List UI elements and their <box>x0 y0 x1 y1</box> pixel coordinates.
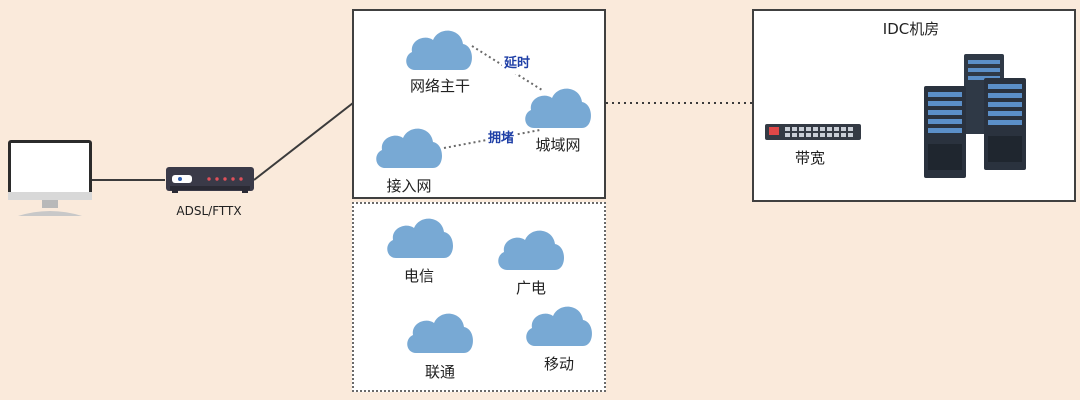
mobile-label: 移动 <box>543 355 575 373</box>
congestion-label: 拥堵 <box>485 129 517 149</box>
network-switch-icon <box>765 124 863 146</box>
metro-cloud-icon <box>522 82 594 130</box>
unicom-label: 联通 <box>424 363 456 381</box>
metro-label: 城域网 <box>535 136 581 154</box>
unicom-cloud-icon <box>404 307 476 355</box>
access-label: 接入网 <box>386 177 432 195</box>
backbone-label: 网络主干 <box>409 77 471 95</box>
latency-label: 延时 <box>501 54 533 74</box>
bandwidth-label: 带宽 <box>794 149 826 167</box>
telecom-cloud-icon <box>384 212 456 260</box>
modem-label: ADSL/FTTX <box>176 204 242 218</box>
access-cloud-icon <box>373 122 445 170</box>
desktop-computer-icon <box>8 140 94 224</box>
modem-network-link <box>253 102 354 181</box>
broadcast-cloud-icon <box>495 224 567 272</box>
idc-title: IDC机房 <box>882 20 940 38</box>
backbone-cloud-icon <box>403 24 475 72</box>
broadcast-label: 广电 <box>515 279 547 297</box>
telecom-label: 电信 <box>403 267 435 285</box>
modem-icon <box>164 166 256 198</box>
mobile-cloud-icon <box>523 300 595 348</box>
server-rack-icon <box>924 54 1028 184</box>
